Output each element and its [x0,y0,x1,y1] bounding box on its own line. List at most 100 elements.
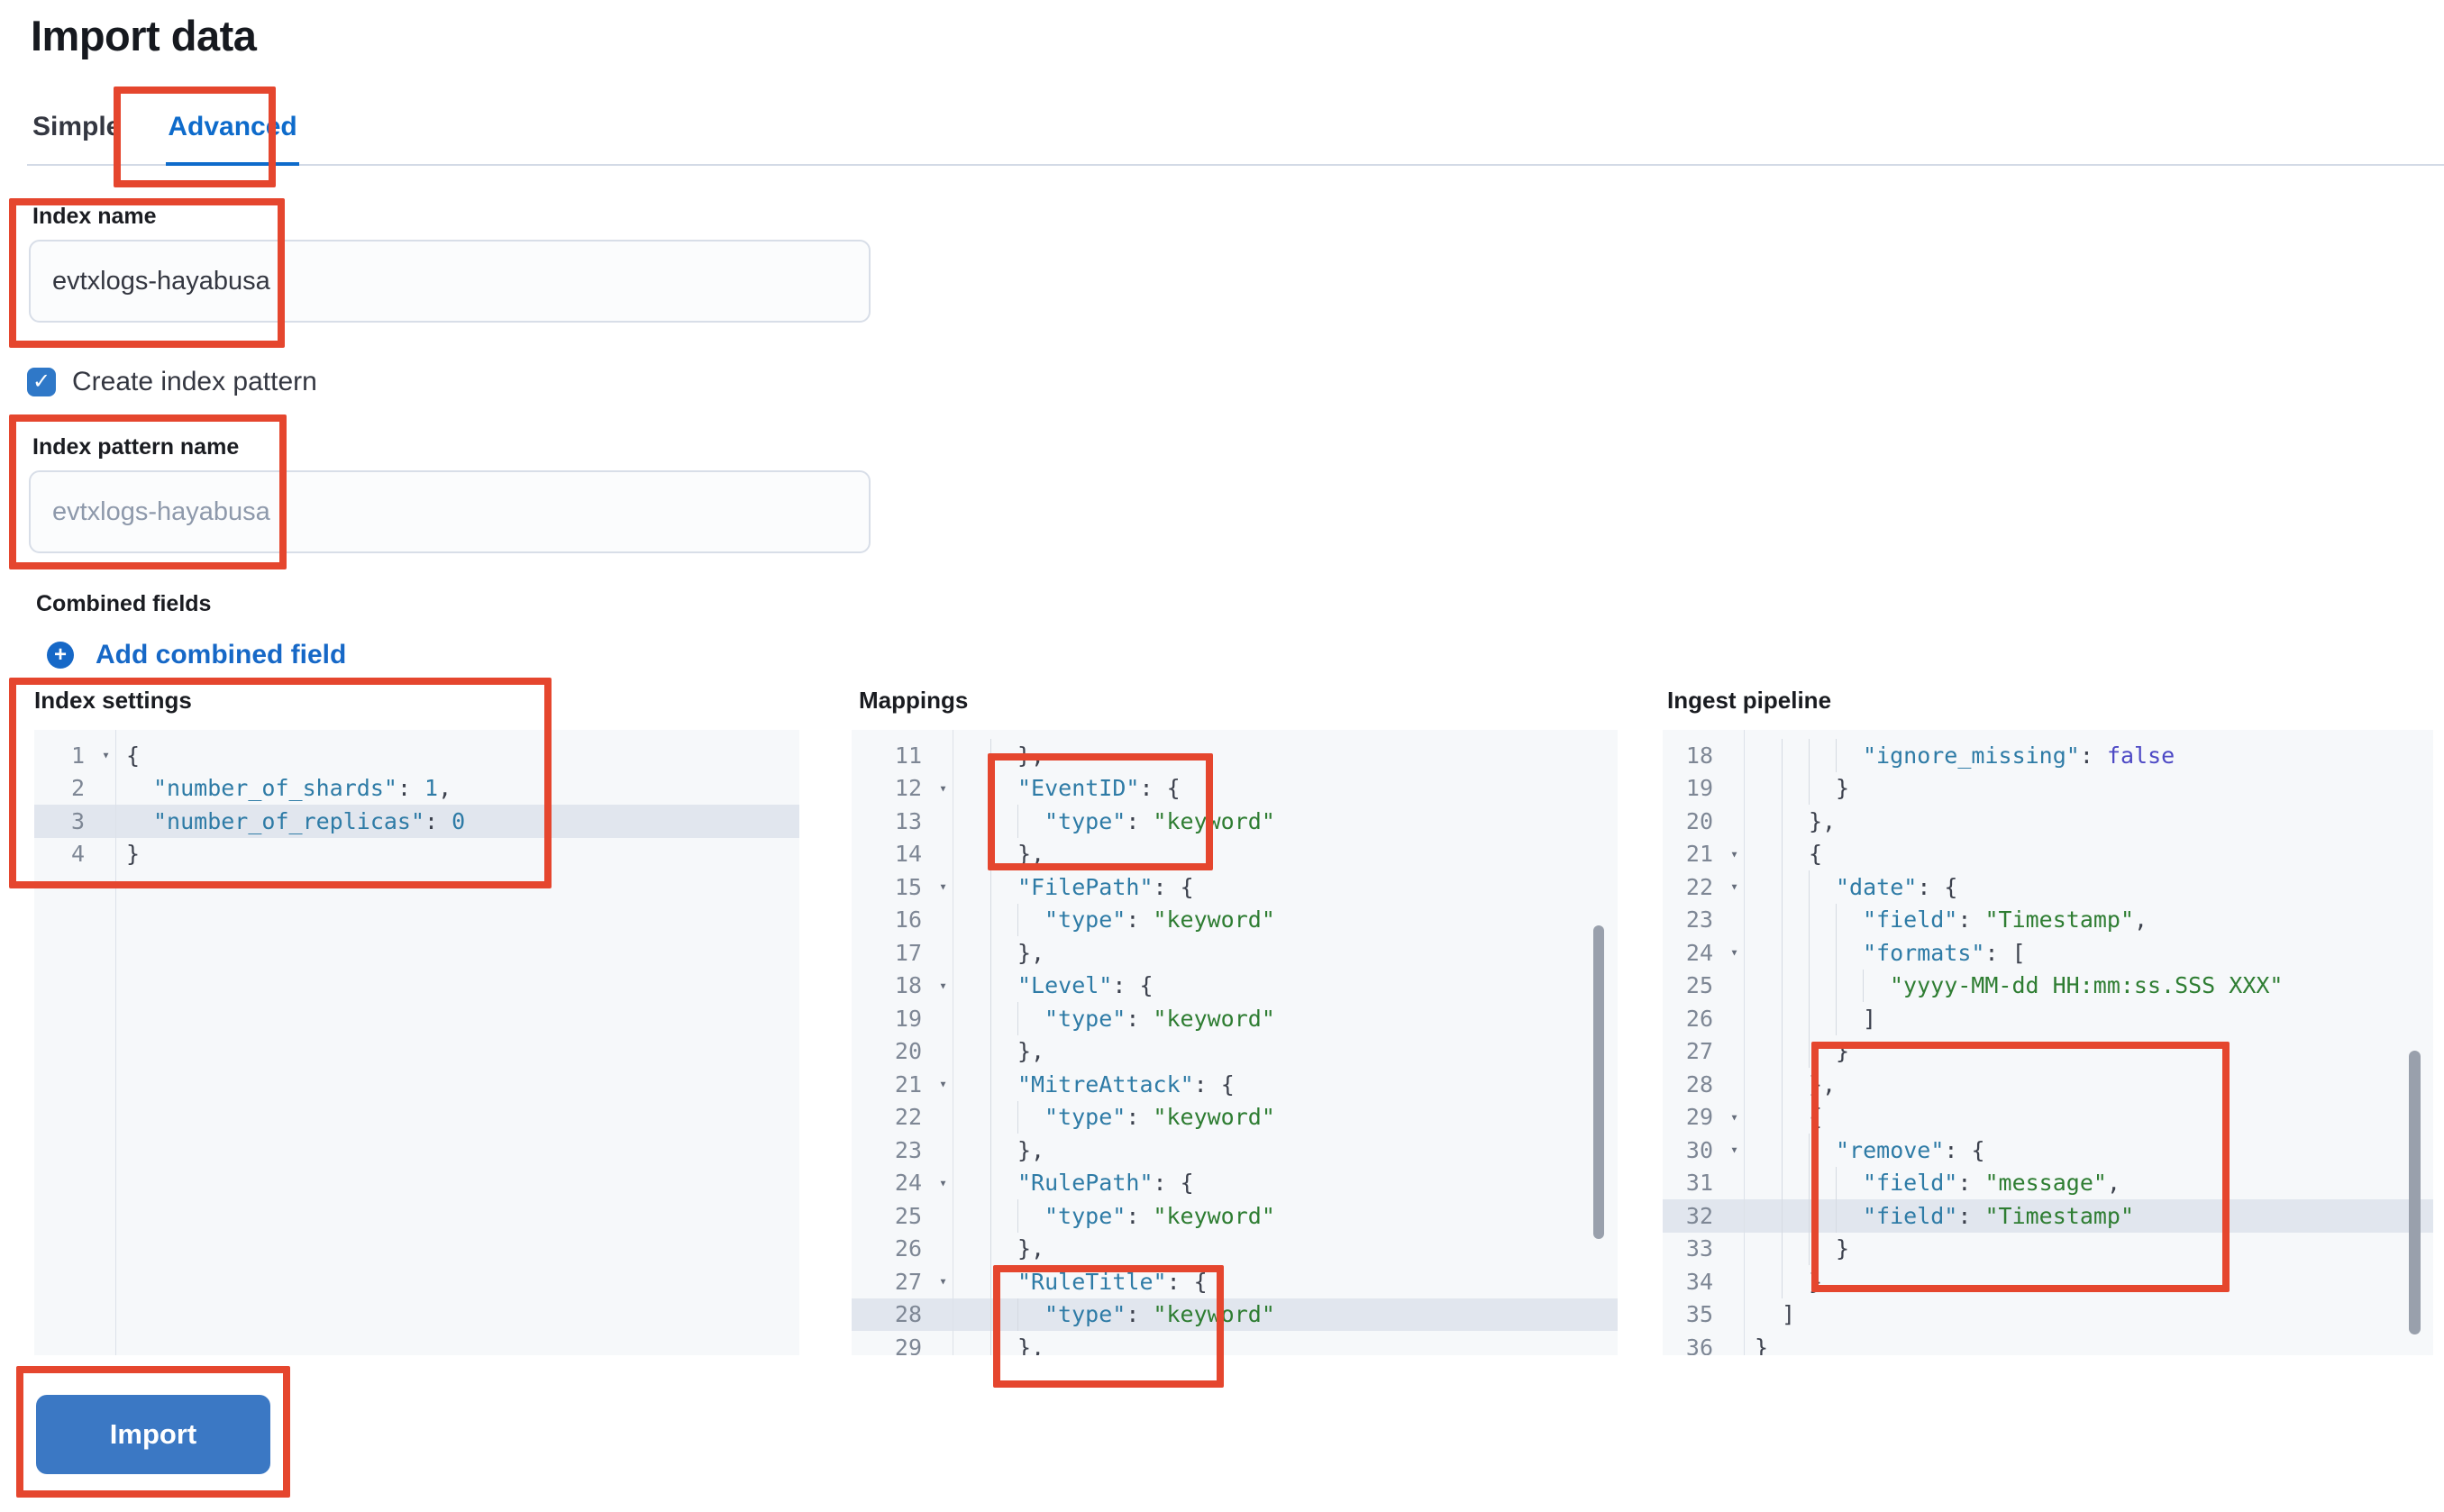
code-line: 15▾"FilePath": { [852,870,1618,904]
index-settings-editor[interactable]: 1▾{2"number_of_shards": 1,3"number_of_re… [34,730,799,1355]
code-text: "type": "keyword" [953,1100,1618,1134]
code-text: }, [1744,1068,2433,1101]
fold-arrow-icon[interactable]: ▾ [938,1174,947,1191]
fold-arrow-icon[interactable]: ▾ [938,779,947,797]
code-line: 18"ignore_missing": false [1663,739,2433,772]
code-line: 25"yyyy-MM-dd HH:mm:ss.SSS XXX" [1663,969,2433,1002]
tab-simple[interactable]: Simple [32,112,122,141]
code-text: } [126,841,141,868]
line-number: 11 [894,742,922,769]
code-text: "field": "Timestamp", [1744,903,2433,936]
code-text: "field": "Timestamp" [1744,1199,2433,1233]
code-line: 35] [1663,1298,2433,1332]
line-number: 23 [1685,906,1713,934]
code-line: 29▾{ [1663,1100,2433,1134]
code-text: { [1744,837,2433,870]
code-text: } [1755,1334,1769,1355]
create-index-pattern-checkbox[interactable]: ✓ [27,368,56,396]
fold-arrow-icon[interactable]: ▾ [938,1075,947,1092]
line-number: 22▾ [1685,873,1738,900]
index-pattern-name-input[interactable] [29,470,871,553]
code-text: }, [1744,805,2433,838]
line-number: 1▾ [70,742,110,769]
code-text: "type": "keyword" [953,903,1618,936]
mappings-vertical-scrollbar[interactable] [1593,925,1604,1239]
line-number: 26 [894,1235,922,1262]
add-combined-field-button[interactable]: + Add combined field [47,640,346,670]
ingest-vertical-scrollbar[interactable] [2409,1051,2421,1334]
combined-fields-label: Combined fields [36,591,212,616]
fold-arrow-icon[interactable]: ▾ [1729,845,1738,862]
code-line: 24▾"formats": [ [1663,936,2433,970]
code-text: "type": "keyword" [953,805,1618,838]
code-text: "FilePath": { [953,870,1618,904]
code-text: "number_of_shards": 1, [153,775,452,802]
fold-arrow-icon[interactable]: ▾ [938,977,947,994]
line-number: 29 [894,1334,922,1355]
line-number: 20 [894,1038,922,1065]
code-text: "date": { [1744,870,2433,904]
fold-arrow-icon[interactable]: ▾ [1729,1141,1738,1158]
code-line: 24▾"RulePath": { [852,1166,1618,1199]
line-number: 16 [894,906,922,934]
gutter-divider [1744,730,1745,1355]
code-line: 27▾"RuleTitle": { [852,1265,1618,1298]
line-number: 2 [70,775,85,802]
code-line: 20}, [1663,805,2433,838]
line-number: 21▾ [894,1070,947,1098]
line-number: 17 [894,939,922,966]
code-line: 14}, [852,837,1618,870]
code-line: 34} [1663,1265,2433,1298]
line-number: 19 [894,1005,922,1032]
code-line: 21▾"MitreAttack": { [852,1068,1618,1101]
code-line: 33} [1663,1232,2433,1265]
code-line: 32"field": "Timestamp" [1663,1199,2433,1233]
line-number: 30▾ [1685,1136,1738,1163]
code-text: "RulePath": { [953,1166,1618,1199]
index-pattern-name-label: Index pattern name [32,434,240,460]
line-number: 25 [1685,972,1713,999]
code-text: } [1744,1232,2433,1265]
code-line: 20}, [852,1034,1618,1068]
code-line: 25"type": "keyword" [852,1199,1618,1233]
code-text: }, [953,1134,1618,1167]
code-text: { [1744,1100,2433,1134]
create-index-pattern-label: Create index pattern [72,367,317,396]
index-settings-label: Index settings [34,687,192,714]
import-button[interactable]: Import [36,1395,270,1474]
code-text: "type": "keyword" [953,1199,1618,1233]
index-name-label: Index name [32,204,157,229]
code-text: "formats": [ [1744,936,2433,970]
code-line: 19} [1663,771,2433,805]
tab-advanced[interactable]: Advanced [166,112,299,166]
line-number: 31 [1685,1170,1713,1197]
mappings-editor[interactable]: 11},12▾"EventID": {13"type": "keyword"14… [852,730,1618,1355]
code-text: "ignore_missing": false [1744,739,2433,772]
line-number: 23 [894,1136,922,1163]
fold-arrow-icon[interactable]: ▾ [1729,1108,1738,1125]
code-line: 12▾"EventID": { [852,771,1618,805]
line-number: 26 [1685,1005,1713,1032]
code-line: 28}, [1663,1068,2433,1101]
line-number: 33 [1685,1235,1713,1262]
code-text: } [1744,1034,2433,1068]
code-text: "type": "keyword" [953,1298,1618,1331]
fold-arrow-icon[interactable]: ▾ [1729,943,1738,961]
code-text: "remove": { [1744,1134,2433,1167]
fold-arrow-icon[interactable]: ▾ [938,1272,947,1289]
line-number: 24▾ [1685,939,1738,966]
line-number: 29▾ [1685,1104,1738,1131]
index-name-input[interactable] [29,240,871,323]
code-line: 11}, [852,739,1618,772]
line-number: 36 [1685,1334,1713,1355]
code-text: ] [1744,1002,2433,1035]
fold-arrow-icon[interactable]: ▾ [101,746,110,763]
code-line: 29}, [852,1331,1618,1355]
line-number: 22 [894,1104,922,1131]
fold-arrow-icon[interactable]: ▾ [1729,878,1738,895]
fold-arrow-icon[interactable]: ▾ [938,878,947,895]
ingest-pipeline-label: Ingest pipeline [1667,687,1832,714]
code-line: 22▾"date": { [1663,870,2433,904]
line-number: 19 [1685,775,1713,802]
